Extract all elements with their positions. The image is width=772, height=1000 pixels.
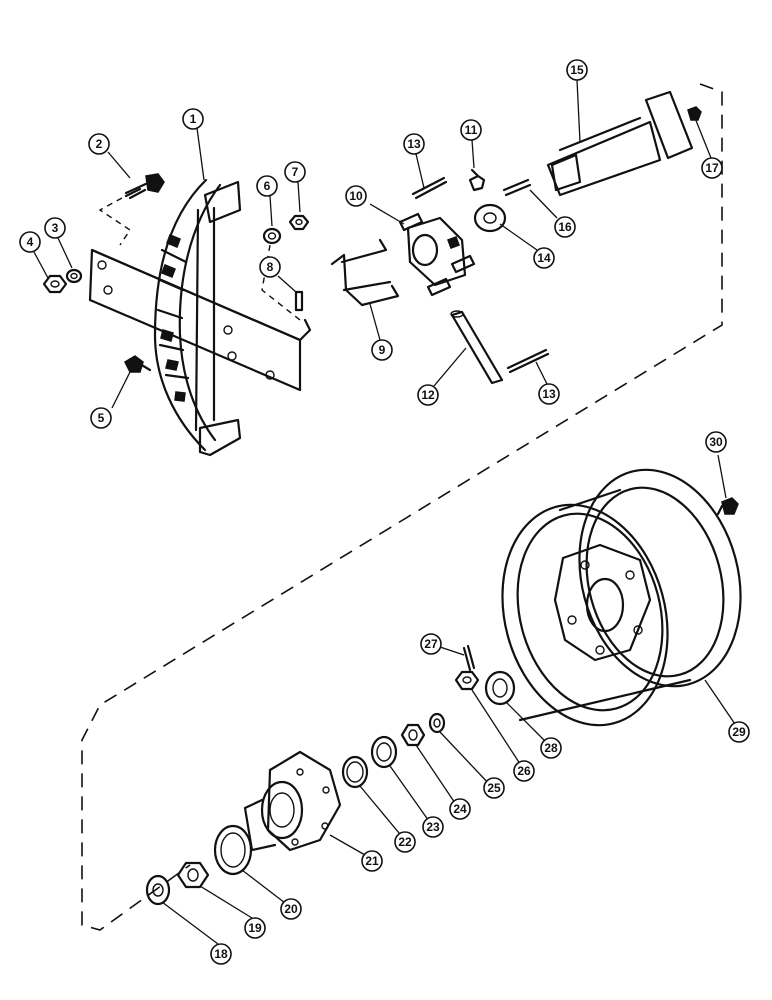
callout-16: 16 — [554, 216, 576, 238]
part-11-grease-fitting — [468, 168, 486, 192]
callout-28-label: 28 — [544, 741, 558, 755]
part-16-roll-pin — [502, 178, 532, 197]
part-2-dashed-path — [98, 197, 131, 246]
callout-14-label: 14 — [537, 251, 551, 265]
callout-18: 18 — [210, 943, 232, 965]
callout-8: 8 — [259, 256, 281, 278]
part-12-pin — [450, 310, 504, 385]
part-8-dashed-path — [261, 244, 301, 321]
callout-4-label: 4 — [27, 235, 34, 249]
callout-12-label: 12 — [421, 388, 435, 402]
callout-11-label: 11 — [465, 123, 478, 137]
callout-3: 3 — [44, 217, 66, 239]
part-19-bearing-cone — [176, 861, 210, 889]
part-29-wheel-rim — [501, 468, 742, 727]
part-15-pivot-housing — [546, 90, 694, 197]
callout-15: 15 — [566, 59, 588, 81]
callout-29: 29 — [728, 721, 750, 743]
callout-23-label: 23 — [426, 820, 440, 834]
callout-30: 30 — [705, 431, 727, 453]
callout-15-label: 15 — [570, 63, 584, 77]
part-25-washer — [428, 712, 446, 734]
callout-13-upper: 13 — [403, 133, 425, 155]
callout-21: 21 — [361, 850, 383, 872]
callout-26: 26 — [513, 760, 535, 782]
part-13-cotter-pin-lower — [506, 348, 550, 374]
part-30-bolt — [716, 497, 739, 516]
callout-13-lower: 13 — [538, 383, 560, 405]
callout-9: 9 — [371, 339, 393, 361]
callout-26-label: 26 — [517, 764, 531, 778]
part-9-bracket — [330, 238, 400, 307]
part-24-bearing-cone — [400, 723, 426, 747]
callout-3-label: 3 — [52, 221, 59, 235]
callout-18-label: 18 — [214, 947, 228, 961]
part-21-hub — [243, 750, 342, 852]
callout-28: 28 — [540, 737, 562, 759]
part-22-bearing-cup — [341, 755, 369, 789]
callout-29-label: 29 — [732, 725, 746, 739]
callout-4: 4 — [19, 231, 41, 253]
callout-17-label: 17 — [705, 161, 719, 175]
part-10-swivel-block — [398, 212, 476, 297]
callout-14: 14 — [533, 247, 555, 269]
part-28-seal — [484, 670, 516, 706]
part-5-bolt — [124, 355, 152, 373]
part-20-seal — [213, 824, 253, 876]
callout-13-upper-label: 13 — [407, 137, 421, 151]
callout-12: 12 — [417, 384, 439, 406]
callout-7: 7 — [284, 161, 306, 183]
part-26-castle-nut — [454, 670, 480, 691]
callout-1-label: 1 — [190, 112, 197, 126]
part-7-nut — [288, 214, 310, 231]
part-27-cotter-pin — [462, 644, 476, 672]
part-1-shank — [88, 178, 312, 457]
callout-8-label: 8 — [267, 260, 274, 274]
part-17-bolt — [687, 106, 702, 121]
callout-23: 23 — [422, 816, 444, 838]
callout-24-label: 24 — [453, 802, 467, 816]
callout-5-label: 5 — [98, 411, 105, 425]
callout-19-label: 19 — [248, 921, 262, 935]
callout-25: 25 — [483, 777, 505, 799]
part-6-washer — [262, 227, 282, 245]
part-18-washer — [145, 874, 171, 906]
part-23-bearing-cup — [370, 735, 398, 769]
part-8-pin — [294, 290, 304, 312]
part-2-bolt — [124, 173, 165, 200]
callout-22: 22 — [394, 831, 416, 853]
callout-2-label: 2 — [96, 137, 103, 151]
callout-30-label: 30 — [709, 435, 723, 449]
part-13-cotter-pin-upper — [411, 176, 448, 200]
callout-7-label: 7 — [292, 165, 299, 179]
callout-5: 5 — [90, 407, 112, 429]
part-3-lock-washer — [65, 268, 83, 284]
assembly-boundary-dashed — [81, 83, 723, 931]
callout-24: 24 — [449, 798, 471, 820]
callout-27-label: 27 — [424, 637, 438, 651]
callout-6: 6 — [256, 175, 278, 197]
callout-16-label: 16 — [558, 220, 572, 234]
callout-6-label: 6 — [264, 179, 271, 193]
part-4-nut — [42, 274, 68, 294]
callout-2: 2 — [88, 133, 110, 155]
callout-21-label: 21 — [365, 854, 379, 868]
callout-20: 20 — [280, 898, 302, 920]
callout-19: 19 — [244, 917, 266, 939]
callout-22-label: 22 — [398, 835, 412, 849]
callout-13-lower-label: 13 — [542, 387, 556, 401]
callout-25-label: 25 — [487, 781, 501, 795]
callout-10-label: 10 — [349, 189, 363, 203]
callout-11: 11 — [460, 119, 482, 141]
callout-1: 1 — [182, 108, 204, 130]
callout-10: 10 — [345, 185, 367, 207]
part-14-washer — [473, 203, 507, 233]
callout-9-label: 9 — [379, 343, 386, 357]
leader-lines — [33, 79, 738, 945]
callout-20-label: 20 — [284, 902, 298, 916]
callout-17: 17 — [701, 157, 723, 179]
callout-27: 27 — [420, 633, 442, 655]
